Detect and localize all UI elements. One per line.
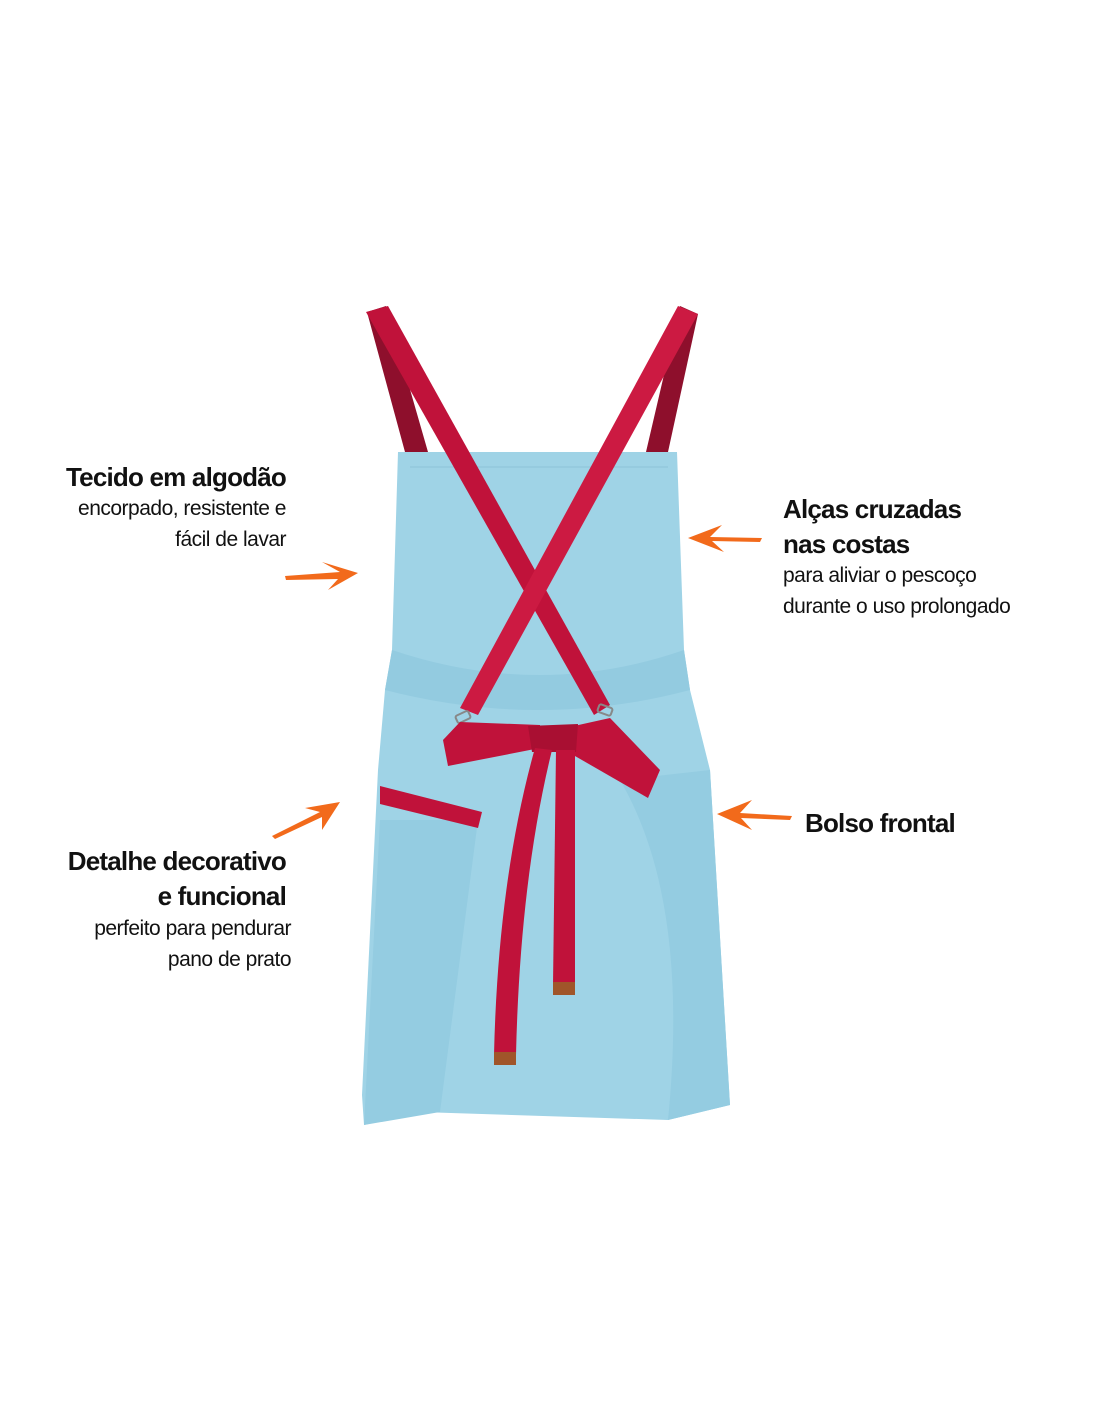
callout-text: perfeito para pendurar bbox=[94, 917, 291, 940]
callout-title: Tecido em algodão bbox=[66, 462, 287, 492]
callout-straps: Alças cruzadas nas costas para aliviar o… bbox=[783, 494, 1011, 622]
pocket-trim bbox=[380, 786, 482, 828]
callout-title: nas costas bbox=[783, 529, 910, 559]
strap-right-to-left bbox=[460, 306, 698, 715]
arrow-icon-detail bbox=[272, 802, 340, 839]
tie-tail-long bbox=[494, 748, 552, 1055]
callout-text: durante o uso prolongado bbox=[783, 595, 1011, 618]
arrow-icon-fabric bbox=[285, 562, 358, 590]
callout-title: e funcional bbox=[157, 881, 287, 911]
leather-tip-short bbox=[553, 982, 575, 995]
strap-left-to-right bbox=[366, 306, 610, 715]
callout-title: Bolso frontal bbox=[805, 808, 956, 838]
callout-detail: Detalhe decorativo e funcional bbox=[67, 846, 287, 912]
bow-left-loop bbox=[443, 722, 540, 766]
right-back-strap bbox=[646, 306, 698, 452]
left-back-strap bbox=[367, 306, 428, 452]
apron-shading bbox=[385, 650, 690, 710]
bow-knot bbox=[528, 724, 578, 752]
callout-text: encorpado, resistente e bbox=[78, 497, 286, 520]
apron-panel-left bbox=[364, 820, 478, 1125]
arrow-icon-straps bbox=[688, 525, 762, 552]
arrow-icon-pocket bbox=[717, 800, 792, 830]
callout-text: para aliviar o pescoço bbox=[783, 564, 977, 587]
callout-title: Alças cruzadas bbox=[783, 494, 962, 524]
leather-tip-long bbox=[494, 1052, 516, 1065]
callout-detail-text: perfeito para pendurar pano de prato bbox=[94, 913, 291, 975]
callout-text: pano de prato bbox=[167, 948, 292, 971]
tie-tail-short bbox=[553, 750, 575, 985]
callout-text: fácil de lavar bbox=[175, 528, 286, 551]
apron-panel-right bbox=[620, 770, 730, 1120]
callout-fabric: Tecido em algodão encorpado, resistente … bbox=[66, 462, 287, 555]
left-buckle bbox=[454, 710, 472, 724]
callout-pocket: Bolso frontal bbox=[805, 808, 956, 839]
callout-title: Detalhe decorativo bbox=[67, 846, 287, 876]
right-buckle bbox=[596, 703, 614, 717]
bow-right-loop bbox=[565, 718, 660, 798]
